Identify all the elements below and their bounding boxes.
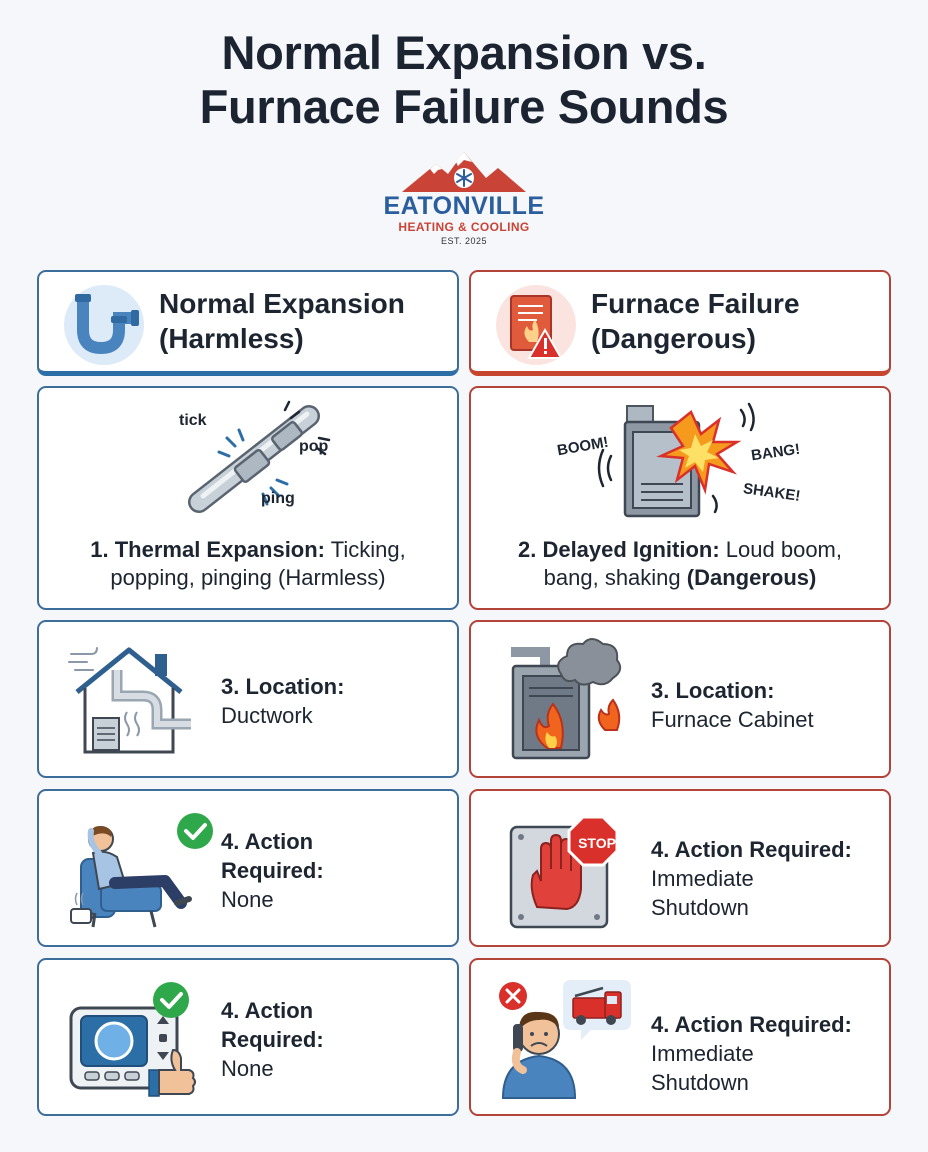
stop-sign-label: STOP [578, 835, 616, 851]
phone-call-fire-truck-icon [499, 980, 631, 1099]
action-left1-value: None [221, 887, 274, 912]
card-action-shutdown-call: 4. Action Required: Immediate Shutdown [469, 958, 891, 1116]
delayed-ignition-text: 2. Delayed Ignition: Loud boom, bang, sh… [471, 536, 889, 592]
action-right2-line2: Immediate [651, 1041, 754, 1066]
action-none-text-2: 4. Action Required: None [221, 996, 324, 1083]
ignition-desc-1: Loud boom, [719, 537, 842, 562]
sound-pop: pop [299, 438, 329, 455]
action-left2-value: None [221, 1056, 274, 1081]
action-right2-line3: Shutdown [651, 1070, 749, 1095]
logo-brand-name: EATONVILLE [383, 192, 545, 220]
header-furnace-failure: Furnace Failure (Dangerous) [469, 270, 891, 376]
header-furnace-title: Furnace Failure (Dangerous) [591, 286, 800, 356]
card-location-ductwork: 3. Location: Ductwork [37, 620, 459, 778]
ignition-label: 2. Delayed Ignition: [517, 537, 720, 562]
ignition-dangerous: (Dangerous) [686, 565, 817, 590]
header-normal-line-2: (Harmless) [159, 323, 304, 354]
stop-hand-icon [509, 815, 619, 929]
house-ductwork-icon [68, 647, 191, 754]
header-normal-expansion: Normal Expansion (Harmless) [37, 270, 459, 376]
header-furnace-line-2: (Dangerous) [591, 323, 756, 354]
thermal-desc-2: popping, pinging (Harmless) [110, 565, 386, 590]
pipe-icon [64, 285, 144, 365]
title-line-2: Furnace Failure Sounds [199, 80, 729, 133]
warning-document-icon [496, 285, 576, 365]
header-furnace-line-1: Furnace Failure [591, 288, 800, 319]
location-furnace-text: 3. Location: Furnace Cabinet [651, 676, 814, 734]
action-shutdown-text-1: 4. Action Required: Immediate Shutdown [651, 835, 852, 922]
card-action-shutdown-stop: STOP 4. Action Required: Immediate Shutd… [469, 789, 891, 947]
action-left1-line1: 4. Action [221, 829, 314, 854]
pipe-joint-icon [188, 400, 331, 513]
logo-established: EST. 2025 [440, 236, 488, 246]
location-label-left: 3. Location: [221, 674, 345, 699]
location-value-left: Ductwork [221, 703, 313, 728]
title-line-1: Normal Expansion vs. [221, 26, 707, 79]
thermal-desc-1: Ticking, [325, 537, 406, 562]
company-logo: EATONVILLE HEATING & COOLING EST. 2025 [364, 148, 564, 248]
action-shutdown-text-2: 4. Action Required: Immediate Shutdown [651, 1010, 852, 1097]
ignition-desc-2: bang, shaking [543, 565, 687, 590]
location-value-right: Furnace Cabinet [651, 707, 814, 732]
location-label-right: 3. Location: [651, 678, 775, 703]
action-left1-line2: Required: [221, 858, 324, 883]
action-right1-line1: 4. Action Required: [651, 837, 852, 862]
action-right2-line1: 4. Action Required: [651, 1012, 852, 1037]
action-left2-line1: 4. Action [221, 998, 314, 1023]
sound-tick: tick [179, 412, 207, 429]
card-delayed-ignition: BOOM! BANG! SHAKE! 2. Delayed Ignition: … [469, 386, 891, 610]
relaxing-person-icon [70, 813, 213, 928]
sound-ping: ping [261, 490, 295, 507]
logo-tagline: HEATING & COOLING [398, 220, 530, 234]
card-action-none-relax: 4. Action Required: None [37, 789, 459, 947]
header-normal-title: Normal Expansion (Harmless) [159, 286, 405, 356]
card-location-furnace-cabinet: 3. Location: Furnace Cabinet [469, 620, 891, 778]
thermostat-thumbs-up-icon [69, 982, 196, 1097]
action-right1-line3: Shutdown [651, 895, 749, 920]
header-normal-line-1: Normal Expansion [159, 288, 405, 319]
action-right1-line2: Immediate [651, 866, 754, 891]
action-left2-line2: Required: [221, 1027, 324, 1052]
thermal-expansion-text: 1. Thermal Expansion: Ticking, popping, … [39, 536, 457, 592]
action-none-text-1: 4. Action Required: None [221, 827, 324, 914]
mountain-logo-icon [402, 152, 526, 192]
page-title: Normal Expansion vs. Furnace Failure Sou… [0, 26, 928, 134]
card-thermal-expansion: tick pop ping 1. Thermal Expansion: Tick… [37, 386, 459, 610]
furnace-fire-icon [511, 638, 622, 760]
card-action-none-thermostat: 4. Action Required: None [37, 958, 459, 1116]
furnace-explosion-icon [597, 402, 755, 518]
location-ductwork-text: 3. Location: Ductwork [221, 672, 344, 730]
thermal-label: 1. Thermal Expansion: [90, 537, 326, 562]
